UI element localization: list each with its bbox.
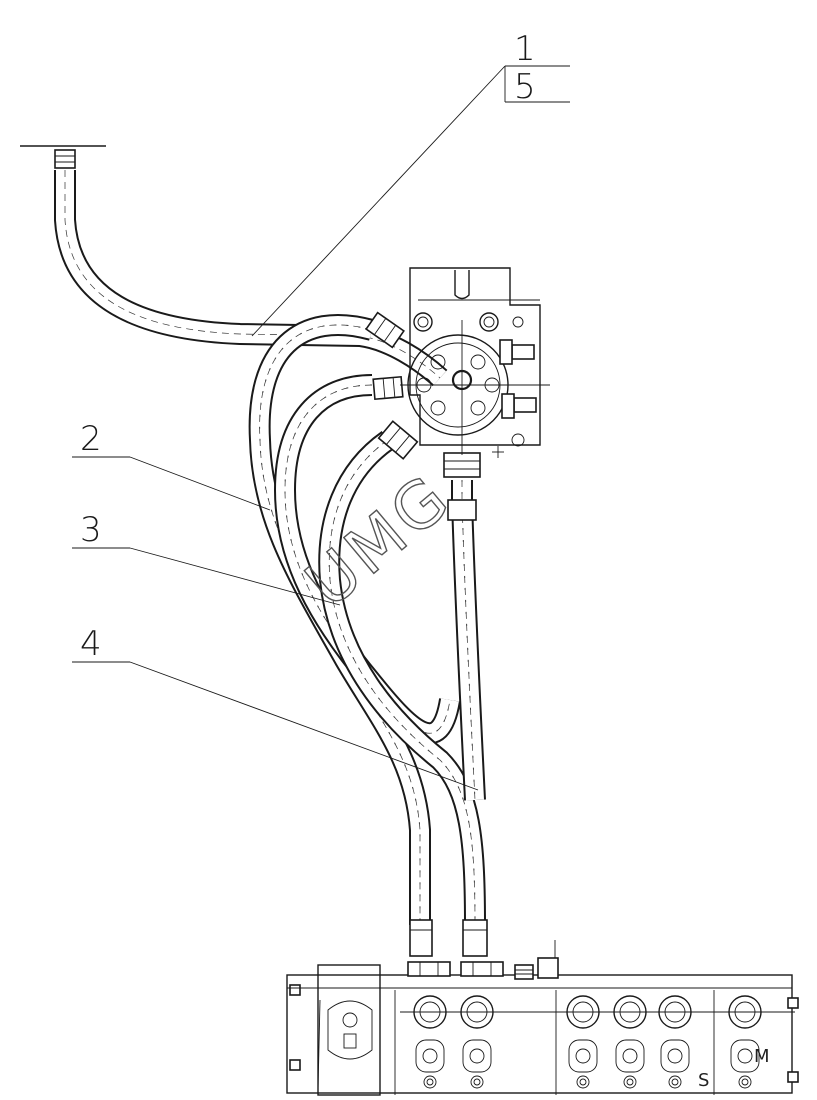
hose-4 bbox=[318, 430, 486, 926]
hose-fittings bbox=[365, 311, 488, 957]
valve-section-2 bbox=[460, 995, 494, 1089]
hose-5 bbox=[54, 170, 448, 387]
valve-section-6 bbox=[728, 995, 762, 1089]
valve-section-1 bbox=[413, 995, 447, 1089]
valve-section-3 bbox=[566, 995, 600, 1089]
watermark: UMG bbox=[293, 460, 466, 622]
valve-section-5 bbox=[658, 995, 692, 1089]
leader-lines bbox=[72, 65, 570, 791]
valve-mark-s: S bbox=[698, 1070, 709, 1091]
rotary-distributor bbox=[400, 267, 550, 458]
callout-1: 1 bbox=[514, 29, 536, 69]
valve-block: S M bbox=[286, 940, 799, 1096]
valve-section-4 bbox=[613, 995, 647, 1089]
callout-5: 5 bbox=[514, 67, 536, 107]
top-mount bbox=[20, 145, 106, 169]
hose-straight bbox=[451, 480, 486, 801]
callout-3: 3 bbox=[80, 510, 102, 550]
callout-4: 4 bbox=[80, 624, 102, 664]
callout-2: 2 bbox=[80, 419, 102, 459]
valve-mark-m: M bbox=[754, 1046, 770, 1067]
